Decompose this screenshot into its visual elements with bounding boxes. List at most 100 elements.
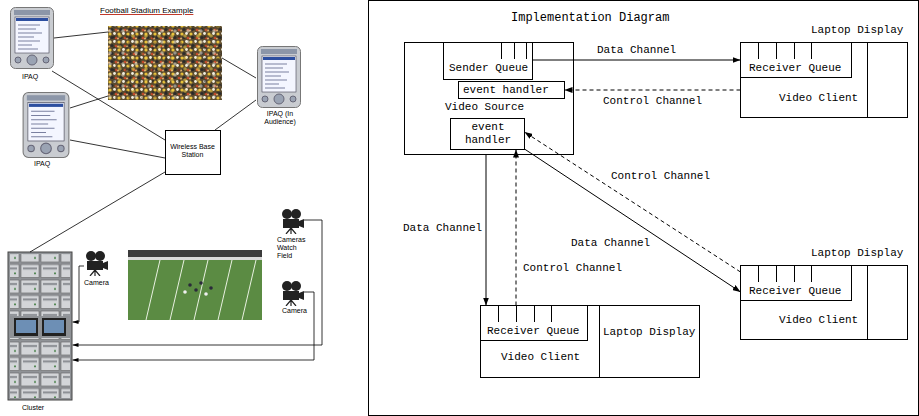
rack-servers <box>10 338 70 398</box>
queue-cell <box>776 266 777 282</box>
station-label: Wireless Base Station <box>167 143 218 159</box>
crowd-photo-texture <box>108 26 222 100</box>
link-line <box>52 71 165 140</box>
wireless-links <box>30 32 256 252</box>
monitor-screen <box>44 320 64 333</box>
ipaq-device <box>11 8 54 69</box>
diagram-frame: Implementation DiagramVideo Source Sender… <box>368 0 919 416</box>
queue-cell <box>794 43 795 59</box>
queue-cell <box>526 43 527 59</box>
frame-title: Implementation Diagram <box>511 11 669 25</box>
data-channel-arrow <box>486 155 487 306</box>
box-label: Receiver Queue <box>749 62 841 75</box>
ipaq-device <box>258 47 301 108</box>
camera-icon <box>282 281 304 306</box>
queue-cell <box>498 306 499 322</box>
queue-cell <box>551 306 552 322</box>
queue-box: Sender Queue <box>443 42 533 80</box>
box-label: Sender Queue <box>449 62 528 75</box>
link-line <box>70 140 165 158</box>
laptop-display-box: Laptop DisplayVideo ClientReceiver Queue <box>740 265 908 340</box>
field-photo <box>128 250 262 320</box>
queue-cell <box>534 306 535 322</box>
channel-label: Data Channel <box>402 222 483 235</box>
channel-label: Data Channel <box>570 237 651 250</box>
camera-icon <box>282 209 304 234</box>
camera-wire <box>73 266 85 322</box>
field-stands <box>128 250 262 257</box>
video-source-box: Video Source Sender Queue event handler eve… <box>404 42 574 155</box>
crowd-photo <box>108 26 222 100</box>
queue-cell <box>794 266 795 282</box>
camera-wires <box>73 220 323 360</box>
figure-title: Football Stadium Example <box>100 6 193 16</box>
control-channel-arrow <box>525 132 741 272</box>
video-client-box: Video Client Receiver Queue <box>480 305 600 378</box>
box-label: event handler <box>463 84 549 97</box>
monitor <box>42 318 66 336</box>
player <box>209 286 213 290</box>
queue-cell <box>811 43 812 59</box>
channel-label: Control Channel <box>522 262 623 275</box>
ipaq-device <box>23 93 69 158</box>
camera-icon <box>86 251 108 276</box>
player <box>183 290 187 294</box>
video-client-box: Video Client Receiver Queue <box>740 265 868 340</box>
player <box>188 283 192 287</box>
laptop-display-box: Laptop DisplayVideo ClientReceiver Queue <box>740 42 908 118</box>
base-station-box: Wireless Base Station <box>165 130 221 175</box>
camera-label: Camera <box>84 279 109 287</box>
queue-box: Receiver Queue <box>740 42 852 78</box>
queue-cell <box>514 43 515 59</box>
player <box>194 288 198 292</box>
laptop-display-box: Laptop DisplayVideo Client Receiver Queue <box>480 305 700 378</box>
link-line <box>215 100 256 130</box>
camera-wire <box>73 292 315 360</box>
camera-label: Cameras Watch Field <box>277 236 311 260</box>
box-label: Video Client <box>501 351 580 364</box>
video-client-box: Video Client Receiver Queue <box>740 42 868 118</box>
handler-box: event handler <box>458 81 565 99</box>
camera-label: Camera <box>282 307 307 315</box>
device-label: IPAQ <box>34 160 50 168</box>
link-line <box>30 172 165 252</box>
link-line <box>54 32 108 38</box>
channel-label: Control Channel <box>610 170 711 183</box>
queue-cell <box>758 266 759 282</box>
box-label: Video Client <box>779 314 858 327</box>
box-label: Receiver Queue <box>487 325 579 338</box>
queue-cell <box>501 43 502 59</box>
data-channel-arrow <box>533 60 741 61</box>
queue-cell <box>758 43 759 59</box>
device-label: IPAQ (In Audience) <box>252 110 308 126</box>
player <box>199 281 203 285</box>
queue-box: Receiver Queue <box>480 305 588 341</box>
control-channel-arrow <box>516 150 517 306</box>
rack-frame <box>8 252 72 400</box>
control-channel-arrow <box>565 90 741 91</box>
yard-lines <box>146 260 256 320</box>
link-line <box>222 58 256 78</box>
camera-wire <box>73 220 323 345</box>
box-heading: Laptop Display <box>811 24 903 37</box>
rack-servers <box>10 254 70 316</box>
field-wall <box>128 257 262 260</box>
box-label: Receiver Queue <box>749 285 841 298</box>
device-label: IPAQ <box>22 73 38 81</box>
stadium-illustration <box>0 0 368 416</box>
cluster-label: Cluster <box>22 404 44 412</box>
channel-label: Control Channel <box>602 95 703 108</box>
box-label: event handler <box>454 121 522 147</box>
box-heading: Laptop Display <box>811 247 903 260</box>
queue-cell <box>516 306 517 322</box>
box-label: Video Source <box>445 101 524 114</box>
cluster-rack <box>8 252 72 400</box>
monitor-screen <box>16 320 36 333</box>
player <box>204 292 208 296</box>
queue-cell <box>776 43 777 59</box>
queue-box: Receiver Queue <box>740 265 852 301</box>
box-label: Video Client <box>779 92 858 105</box>
channel-label: Data Channel <box>596 44 677 57</box>
box-label: Laptop Display <box>603 326 695 339</box>
